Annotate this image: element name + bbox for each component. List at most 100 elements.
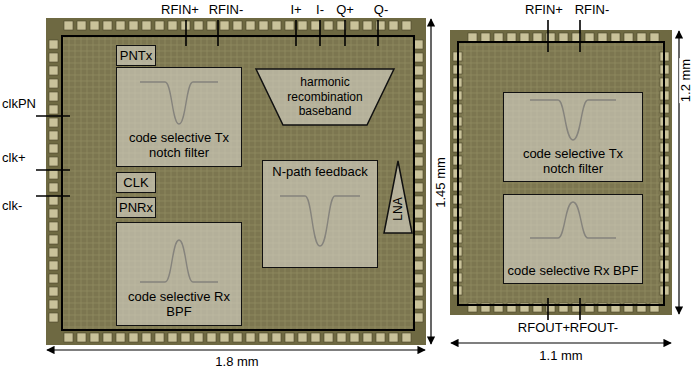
bond-pad — [49, 118, 58, 127]
bond-pad — [598, 33, 607, 42]
bond-pad — [142, 21, 151, 30]
bond-pad — [337, 333, 346, 342]
bond-pad — [49, 53, 58, 62]
bond-pad — [49, 287, 58, 296]
bond-pad — [468, 33, 477, 42]
bond-pad — [77, 333, 86, 342]
bond-pad — [414, 131, 423, 140]
bond-pad — [414, 157, 423, 166]
pin-name: clk+ — [2, 151, 25, 166]
block-label: N-path feedback — [272, 164, 367, 180]
bond-pad — [414, 92, 423, 101]
bond-pad — [363, 21, 372, 30]
clock-box: CLK — [116, 172, 156, 193]
bond-pad — [376, 333, 385, 342]
bond-pad — [246, 21, 255, 30]
bond-pad — [155, 21, 164, 30]
pin-name: clkPN — [2, 97, 36, 112]
block-label: code selective Tx notch filter — [120, 130, 238, 161]
n-path-block: N-path feedback — [262, 160, 378, 268]
bond-pad — [363, 333, 372, 342]
bond-pad — [414, 144, 423, 153]
bond-pad — [49, 79, 58, 88]
bond-pad — [414, 235, 423, 244]
bond-pad — [272, 333, 281, 342]
bond-pad — [414, 79, 423, 88]
dimension: 1.2 mm — [680, 57, 695, 102]
bond-pad — [611, 33, 620, 42]
pin-name: RFIN- — [209, 3, 244, 18]
bond-pad — [402, 333, 411, 342]
pn-generator-box: PNRx — [116, 197, 156, 218]
left-die-outline — [62, 36, 414, 330]
bond-pad — [414, 209, 423, 218]
pin-name: RFIN+ — [525, 3, 563, 18]
bond-pad — [481, 33, 490, 42]
bond-pad — [220, 21, 229, 30]
pin-name: RFIN+ — [161, 3, 199, 18]
bond-pad — [49, 248, 58, 257]
bond-pad — [298, 21, 307, 30]
bond-pad — [49, 92, 58, 101]
dimension-arrows — [47, 19, 679, 350]
bond-pad — [246, 333, 255, 342]
bond-pad — [324, 21, 333, 30]
bond-pad — [49, 131, 58, 140]
bandpass-filter-block: code selective Rx BPF — [116, 222, 242, 326]
pin-name: RFIN- — [575, 3, 610, 18]
bond-pad — [49, 300, 58, 309]
bond-pad — [285, 333, 294, 342]
bond-pad — [414, 287, 423, 296]
bond-pad — [637, 33, 646, 42]
bond-pad — [414, 300, 423, 309]
bond-pad — [168, 21, 177, 30]
bond-pad — [285, 21, 294, 30]
bond-pad — [624, 33, 633, 42]
bond-pad — [103, 21, 112, 30]
bond-pad — [402, 21, 411, 30]
bond-pad — [194, 21, 203, 30]
bond-pad — [90, 21, 99, 30]
bond-pad — [49, 105, 58, 114]
bond-pad — [207, 333, 216, 342]
pin-name: Q- — [374, 3, 388, 18]
bond-pad — [311, 21, 320, 30]
bond-pad — [259, 21, 268, 30]
bond-pad — [49, 183, 58, 192]
bond-pad — [414, 183, 423, 192]
bond-pad — [77, 21, 86, 30]
dimension: 1.1 mm — [539, 349, 582, 364]
bond-pad — [49, 66, 58, 75]
bond-pad — [389, 21, 398, 30]
bond-pad — [414, 105, 423, 114]
bond-pad — [414, 66, 423, 75]
pin-name: RFOUT+ — [518, 321, 570, 336]
bond-pad — [49, 144, 58, 153]
bond-pad — [414, 196, 423, 205]
pin-name: Q+ — [336, 3, 354, 18]
bond-pad — [350, 333, 359, 342]
left-die — [46, 18, 426, 345]
block-label: CLK — [123, 175, 148, 191]
pin-name: I- — [316, 3, 324, 18]
bond-pad — [272, 21, 281, 30]
bond-pad — [414, 222, 423, 231]
pn-generator-box: PNTx — [116, 45, 156, 66]
bond-pad — [181, 333, 190, 342]
right-die-outline — [458, 42, 664, 305]
dimension: 1.8 mm — [215, 355, 258, 370]
bond-pad — [90, 333, 99, 342]
bond-pad — [49, 313, 58, 322]
bond-pad — [155, 333, 164, 342]
left-die-core — [62, 36, 414, 330]
bond-pad — [298, 333, 307, 342]
bond-pad — [64, 21, 73, 30]
block-label: LNA — [391, 197, 405, 220]
bond-pad — [494, 33, 503, 42]
bond-pad — [559, 33, 568, 42]
bond-pad — [520, 33, 529, 42]
bond-pad — [207, 21, 216, 30]
right-die — [450, 30, 672, 315]
triangle-outline — [383, 160, 413, 234]
baseband-block: harmonic recombination baseband — [255, 68, 395, 126]
